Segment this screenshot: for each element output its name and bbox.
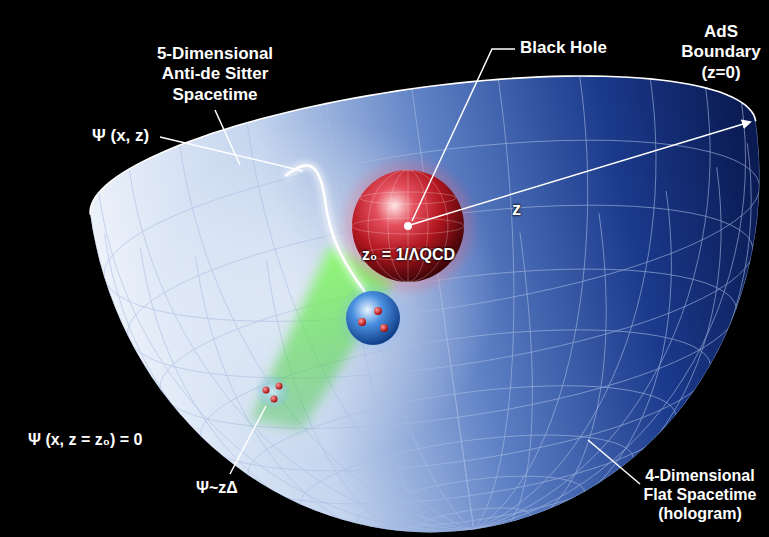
quark-dot bbox=[263, 387, 270, 394]
label-text: Ψ~zΔ bbox=[196, 478, 238, 497]
grid-line bbox=[474, 102, 746, 529]
black-hole-sphere bbox=[352, 170, 464, 282]
leader-line bbox=[588, 440, 640, 484]
proton-halo bbox=[337, 282, 409, 354]
center-dot bbox=[404, 222, 412, 230]
grid-line bbox=[474, 213, 606, 532]
label-text: z bbox=[512, 199, 521, 221]
grid-line bbox=[474, 79, 656, 530]
grid-line bbox=[247, 123, 474, 530]
quark-dot bbox=[276, 383, 283, 390]
quark-dot bbox=[358, 318, 366, 326]
leader-line bbox=[215, 110, 240, 165]
label-text: AdS Boundary (z=0) bbox=[677, 22, 765, 83]
label-text: z₀ = 1/ΛQCD bbox=[362, 245, 455, 264]
proton-sphere bbox=[346, 291, 400, 345]
z-arrow bbox=[410, 122, 750, 225]
black-hole-grid bbox=[352, 170, 464, 282]
label-text: Ψ (x, z = z₀) = 0 bbox=[28, 430, 142, 449]
quark-dot bbox=[271, 396, 278, 403]
grid-line bbox=[474, 232, 533, 535]
quark-dot bbox=[380, 324, 388, 332]
grid-line bbox=[474, 79, 514, 529]
grid-line bbox=[474, 88, 710, 530]
grid-line bbox=[90, 215, 474, 533]
hadron-halo bbox=[255, 374, 291, 410]
quark-dot bbox=[374, 307, 382, 315]
label-text: 5-Dimensional Anti-de Sitter Spacetime bbox=[150, 44, 280, 105]
leader-line bbox=[160, 137, 303, 171]
leader-line bbox=[230, 406, 266, 474]
leader-line bbox=[412, 49, 515, 221]
label-text: Black Hole bbox=[520, 38, 607, 58]
label-text: 4-Dimensional Flat Spacetime (hologram) bbox=[640, 466, 760, 524]
grid-line bbox=[326, 104, 474, 530]
grid-line bbox=[474, 121, 760, 529]
bowl-grid bbox=[90, 76, 759, 537]
label-text: Ψ (x, z) bbox=[92, 126, 149, 146]
black-hole-glow bbox=[344, 162, 472, 290]
grid-line bbox=[129, 169, 474, 530]
grid-line bbox=[474, 191, 672, 530]
grid-line bbox=[474, 76, 588, 529]
